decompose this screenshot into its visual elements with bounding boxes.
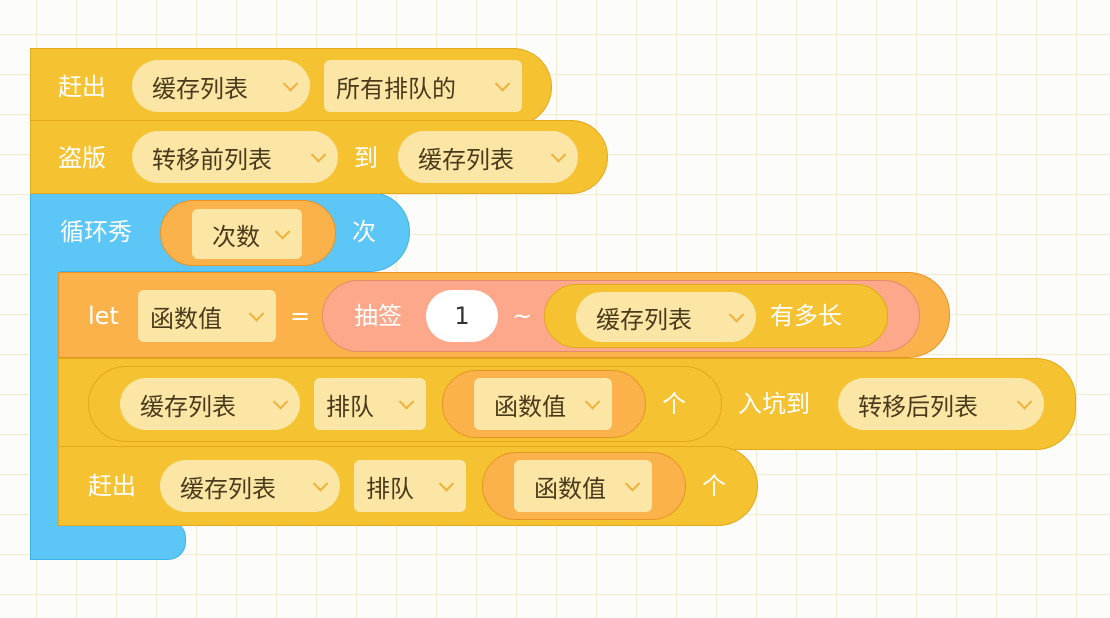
let-label: let (88, 302, 119, 330)
post-transfer-list-dropdown[interactable]: 转移后列表 (838, 378, 1044, 430)
post-transfer-list-text: 转移后列表 (858, 392, 978, 421)
func-value-dropdown[interactable]: 函数值 (138, 290, 276, 342)
cache-list-dropdown-2[interactable]: 缓存列表 (398, 131, 578, 183)
queue-op-text: 排队 (366, 474, 414, 503)
func-value-dropdown-2[interactable]: 函数值 (474, 378, 612, 430)
cache-list-text: 缓存列表 (180, 474, 276, 503)
cache-list-dropdown-4[interactable]: 缓存列表 (120, 378, 300, 430)
length-label: 有多长 (770, 302, 842, 330)
all-queued-dropdown[interactable]: 所有排队的 (324, 60, 522, 112)
loop-count-dropdown[interactable]: 次数 (192, 209, 302, 259)
chevron-down-icon (1016, 394, 1033, 410)
loop-count-text: 次数 (212, 222, 260, 251)
queue-op-dropdown-2[interactable]: 排队 (354, 460, 466, 512)
chevron-down-icon (272, 394, 289, 410)
cache-list-text: 缓存列表 (140, 392, 236, 421)
chevron-down-icon (282, 76, 299, 92)
chevron-down-icon (624, 476, 641, 492)
unit-label: 个 (662, 390, 686, 418)
to-label: 到 (354, 144, 378, 172)
chevron-down-icon (494, 76, 511, 92)
unit-label-2: 个 (702, 472, 726, 500)
chevron-down-icon (728, 307, 745, 323)
chevron-down-icon (584, 394, 601, 410)
cache-list-text: 缓存列表 (418, 145, 514, 174)
chevron-down-icon (312, 476, 329, 492)
cache-list-dropdown[interactable]: 缓存列表 (132, 60, 310, 112)
kick-label-2: 赶出 (88, 472, 136, 500)
chevron-down-icon (550, 147, 567, 163)
queue-op-text: 排队 (326, 392, 374, 421)
func-value-text: 函数值 (150, 304, 222, 333)
loop-label: 循环秀 (60, 218, 132, 246)
cache-list-dropdown-3[interactable]: 缓存列表 (576, 292, 756, 342)
cache-list-text: 缓存列表 (596, 305, 692, 334)
random-min-value: 1 (454, 302, 470, 330)
chevron-down-icon (310, 147, 327, 163)
cache-list-text: 缓存列表 (152, 74, 248, 103)
queue-op-dropdown[interactable]: 排队 (314, 378, 426, 430)
chevron-down-icon (274, 224, 291, 240)
loop-suffix: 次 (352, 218, 376, 246)
func-value-text: 函数值 (534, 474, 606, 503)
chevron-down-icon (398, 394, 415, 410)
copy-label: 盗版 (58, 144, 106, 172)
all-queued-text: 所有排队的 (336, 74, 456, 103)
kick-label: 赶出 (58, 73, 106, 101)
loop-block-arm (30, 268, 60, 528)
pre-transfer-list-dropdown[interactable]: 转移前列表 (132, 131, 338, 183)
move-to-label: 入坑到 (738, 390, 810, 418)
loop-block-foot (30, 520, 186, 560)
pre-transfer-list-text: 转移前列表 (152, 145, 272, 174)
chevron-down-icon (248, 306, 265, 322)
random-min-input[interactable]: 1 (426, 290, 498, 342)
cache-list-dropdown-5[interactable]: 缓存列表 (160, 460, 340, 512)
func-value-text: 函数值 (494, 392, 566, 421)
equals-label: = (290, 302, 311, 330)
func-value-dropdown-3[interactable]: 函数值 (514, 460, 652, 512)
chevron-down-icon (438, 476, 455, 492)
random-label: 抽签 (354, 302, 402, 330)
tilde-label: ~ (512, 302, 533, 330)
